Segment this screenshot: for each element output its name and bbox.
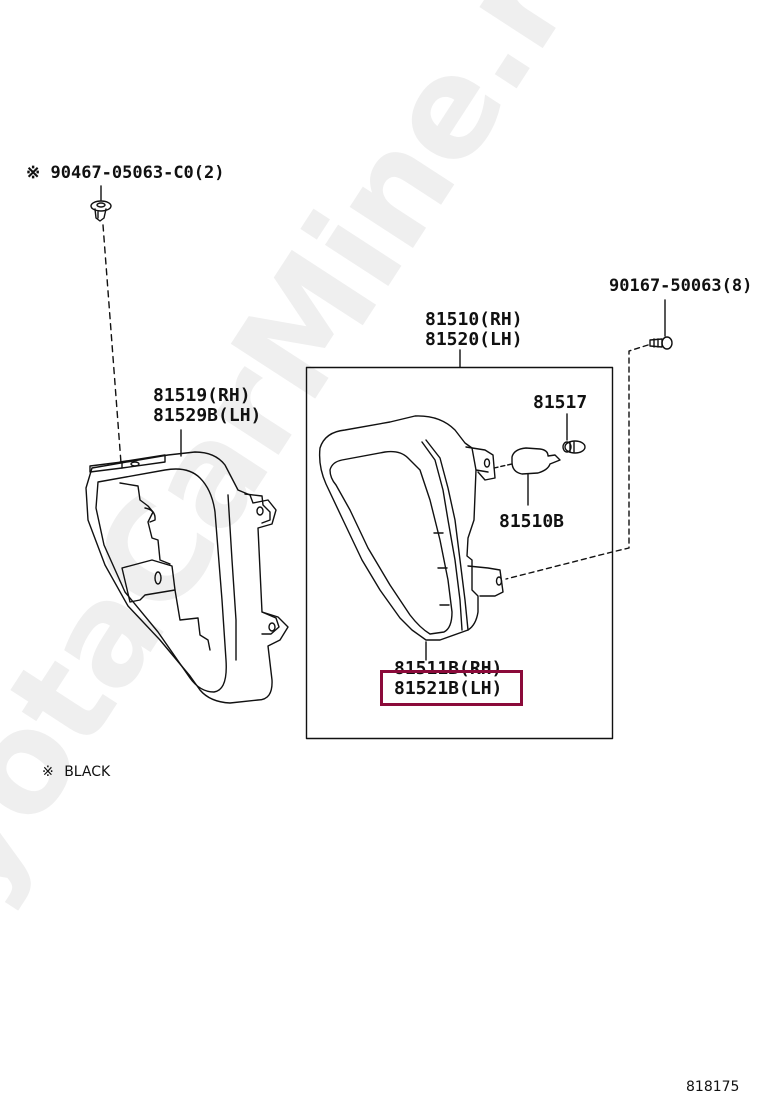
clip-leader-line <box>102 224 122 464</box>
screw-part-number[interactable]: 90167-50063 <box>609 276 722 296</box>
legend-marker-icon: ※ <box>42 764 54 780</box>
lens-rh-part-number[interactable]: 81511B(RH) <box>394 658 503 679</box>
cover-rh-part-number[interactable]: 81519(RH) <box>153 385 251 406</box>
screw-leader-line <box>505 344 649 580</box>
clip-icon <box>90 185 112 222</box>
legend-text: BLACK <box>64 764 111 780</box>
bulb-label: 81510B <box>499 512 564 532</box>
housing-rh-part-number[interactable]: 81510(RH) <box>425 309 523 330</box>
screw-icon <box>649 299 673 350</box>
parts-group-frame <box>305 366 614 740</box>
cover-drawing <box>85 429 289 704</box>
cover-lh-part-number[interactable]: 81529B(LH) <box>153 405 262 426</box>
black-marker-icon: ※ <box>26 163 41 183</box>
lens-lh-part-number[interactable]: 81521B(LH) <box>394 678 503 699</box>
clip-quantity: (2) <box>193 163 225 183</box>
screw-quantity: (8) <box>721 276 753 296</box>
screw-label: 90167-50063(8) <box>609 276 752 296</box>
bulb-part-number[interactable]: 81510B <box>499 511 565 532</box>
socket-part-number[interactable]: 81517 <box>533 392 588 413</box>
legend-note: ※ BLACK <box>42 764 110 780</box>
bulb-icon <box>493 447 561 506</box>
clip-label: ※ 90467-05063-C0(2) <box>26 163 225 183</box>
selected-part-highlight <box>380 670 523 706</box>
lens-drawing <box>318 415 504 661</box>
housing-assy-label: 81510(RH) 81520(LH) <box>425 310 523 350</box>
figure-number: 818175 <box>686 1079 740 1095</box>
clip-part-number[interactable]: 90467-05063-C0 <box>50 163 194 183</box>
housing-lh-part-number[interactable]: 81520(LH) <box>425 329 523 350</box>
lens-label: 81511B(RH) 81521B(LH) <box>394 659 502 699</box>
cover-label: 81519(RH) 81529B(LH) <box>153 386 261 426</box>
socket-label: 81517 <box>533 393 587 413</box>
socket-icon <box>562 413 586 454</box>
